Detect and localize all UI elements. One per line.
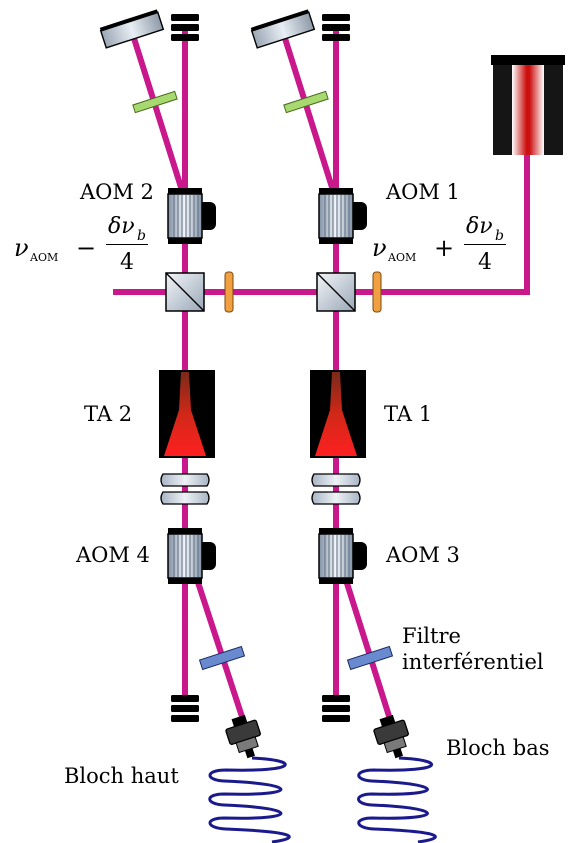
beam-aom3-to-fiber <box>336 557 398 736</box>
formula-right-numerator: δν <box>466 214 493 239</box>
formula-right-fraction-bar <box>464 244 506 246</box>
bloch-top-label: Bloch haut <box>64 764 179 788</box>
beam-aom2-diagonal <box>129 31 188 201</box>
aom3-label: AOM 3 <box>386 543 460 567</box>
green-plate-left <box>132 90 178 114</box>
formula-left-nu: ν <box>14 234 29 262</box>
beam-laser-to-cube <box>336 150 530 295</box>
green-plate-right <box>283 90 329 114</box>
bloch-bottom-label: Bloch bas <box>446 736 550 760</box>
halfwave-plate-right <box>372 271 382 313</box>
formula-left-subscript: AOM <box>30 251 59 264</box>
beam-block-bottom-left <box>171 695 199 722</box>
beam-block-top-left <box>171 14 199 41</box>
formula-right-operator: + <box>434 234 455 262</box>
ta2-device <box>159 370 215 458</box>
ta1-device <box>310 370 366 458</box>
beamsplitter-cube-right <box>316 272 356 312</box>
beamsplitter-cube-left <box>165 272 205 312</box>
formula-left-numerator-sub: b <box>137 228 146 244</box>
filter-label-line1: Filtre <box>402 624 461 648</box>
aom3-device <box>318 528 367 584</box>
lens-pair-right <box>311 473 361 505</box>
formula-left-fraction-bar <box>106 244 148 246</box>
formula-right-denominator: 4 <box>478 250 492 275</box>
interference-filter-left <box>198 645 246 671</box>
ta2-label: TA 2 <box>84 402 133 426</box>
beam-block-bottom-right <box>322 695 350 722</box>
aom1-device <box>318 188 367 244</box>
fiber-coil-left <box>208 756 291 843</box>
formula-left-numerator: δν <box>108 214 135 239</box>
fiber-coupler-left <box>225 714 261 759</box>
formula-left-operator: − <box>76 234 97 262</box>
aom4-device <box>167 528 216 584</box>
fiber-coil-right <box>357 756 437 843</box>
aom1-label: AOM 1 <box>386 180 460 204</box>
lens-pair-left <box>160 473 210 505</box>
formula-right-nu: ν <box>372 234 387 262</box>
aom2-label: AOM 2 <box>80 180 154 204</box>
mirror-top-left <box>99 9 165 49</box>
aom4-label: AOM 4 <box>76 543 150 567</box>
mirror-top-right <box>250 9 316 49</box>
formula-right-subscript: AOM <box>388 251 417 264</box>
fiber-coupler-right <box>373 714 409 759</box>
aom2-device <box>167 188 216 244</box>
laser-source <box>491 55 565 155</box>
formula-left-denominator: 4 <box>120 250 134 275</box>
halfwave-plate-left <box>224 271 234 313</box>
filter-label-line2: interférentiel <box>402 650 544 674</box>
beam-block-top-right <box>322 14 350 41</box>
beam-aom4-to-fiber <box>187 557 251 736</box>
ta1-label: TA 1 <box>384 402 433 426</box>
formula-right-numerator-sub: b <box>495 228 504 244</box>
interference-filter-right <box>346 645 394 671</box>
beam-aom1-diagonal <box>280 31 339 201</box>
